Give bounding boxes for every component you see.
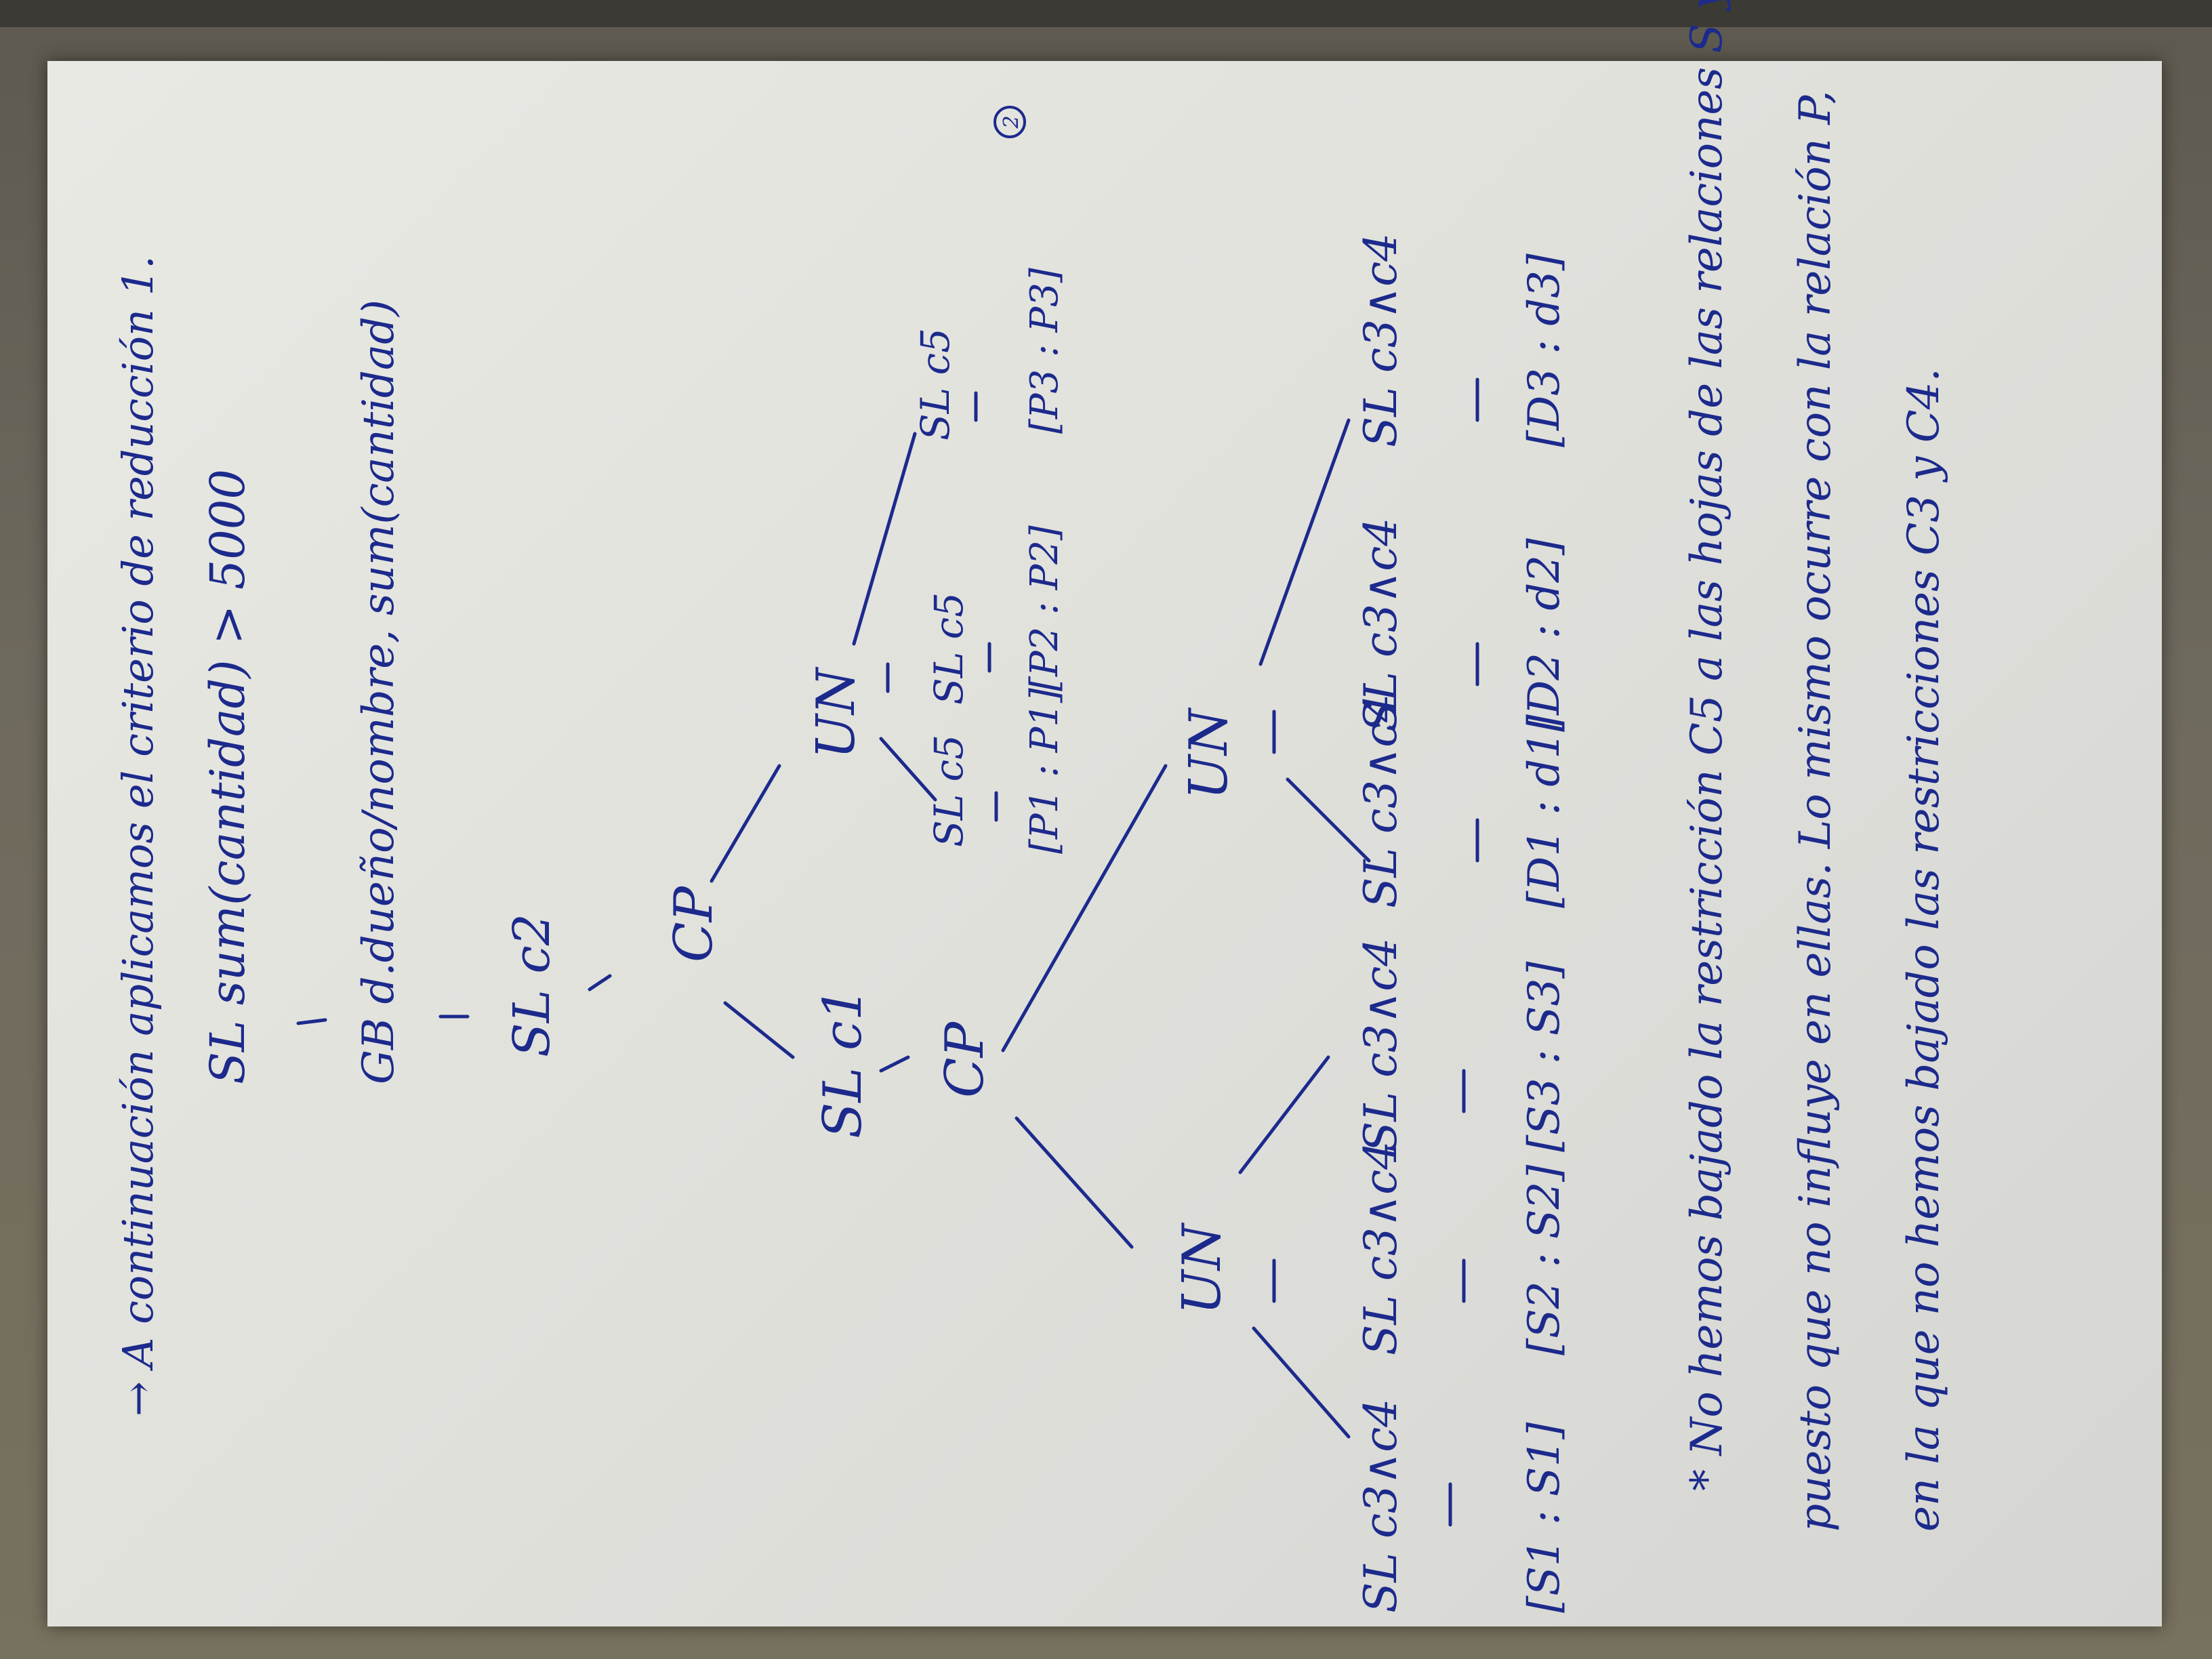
union-right-label: UN	[806, 666, 867, 759]
tree-edges	[296, 377, 1479, 1527]
left-leaf-3-fragment: [S3 : S3]	[1519, 961, 1570, 1152]
page-number: 2	[1000, 115, 1023, 129]
intro-line: → A continuación aplicamos el criterio d…	[113, 255, 163, 1416]
footnote-line-3: en la que no hemos bajado las restriccio…	[1899, 368, 1949, 1532]
edge-c1-cpl	[879, 1055, 910, 1073]
edge-ul-leaf1	[1252, 1326, 1351, 1439]
middle-leaf-1-select: SL c3∧c4	[1355, 694, 1407, 908]
left-leaf-1-fragment: [S1 : S1]	[1519, 1422, 1570, 1613]
right-leaf-2-select: SL c5	[926, 592, 972, 705]
page-number-mark: 2	[994, 106, 1026, 138]
middle-leaf-3-fragment: [D3 : d3]	[1519, 253, 1570, 447]
edge-ul-leaf3	[1238, 1055, 1330, 1174]
union-middle-label: UN	[1179, 707, 1240, 800]
group-by-label: GB d.dueño/nombre, sum(cantidad)	[354, 300, 404, 1084]
middle-leaf-2-fragment: [D2 : d2]	[1519, 537, 1570, 732]
union-left-label: UN	[1172, 1222, 1233, 1315]
edge-c2-cp	[588, 974, 612, 991]
top-edge-shadow	[0, 0, 2212, 27]
notebook-page	[47, 61, 2162, 1626]
edge-um-leaf3	[1258, 418, 1351, 666]
footnote-line-1: * No hemos bajado la restricción C5 a la…	[1682, 0, 1732, 1491]
edge-ur-leaf3	[852, 432, 917, 646]
right-leaf-3-select: SL c5	[912, 328, 958, 441]
footnote: * No hemos bajado la restricción C5 a la…	[1682, 0, 1949, 1532]
cp-upper-label: CP	[663, 885, 724, 962]
cp-lower-label: CP	[935, 1021, 996, 1098]
edge-cp-c1	[723, 1001, 795, 1059]
left-leaf-1-select: SL c3∧c4	[1355, 1399, 1407, 1613]
select-c1-label: SL c1	[813, 987, 874, 1139]
footnote-line-2: puesto que no influye en ellas. Lo mismo…	[1790, 90, 1841, 1532]
right-leaf-1-select: SL c5	[926, 735, 972, 847]
right-leaf-1-fragment: [P1 : P1]	[1023, 688, 1067, 854]
select-c2-label: SL c2	[503, 914, 561, 1057]
edge-cpl-union-left	[1015, 1116, 1134, 1249]
edge-cp-union-right	[710, 764, 781, 883]
top-select-label: SL sum(cantidad) > 5000	[200, 469, 255, 1084]
middle-leaf-3-select: SL c3∧c4	[1355, 233, 1407, 447]
edge-ur-leaf1	[879, 737, 937, 802]
edge-um-leaf1	[1286, 777, 1371, 863]
left-leaf-3-select: SL c3∧c4	[1355, 938, 1407, 1152]
left-leaf-2-select: SL c3∧c4	[1355, 1141, 1407, 1355]
left-leaf-2-fragment: [S2 : S2]	[1519, 1164, 1570, 1355]
query-tree: SL sum(cantidad) > 5000 GB d.dueño/nombr…	[200, 233, 1570, 1613]
right-leaf-2-fragment: [P2 : P2]	[1023, 525, 1067, 691]
right-leaf-3-fragment: [P3 : P3]	[1023, 268, 1067, 434]
edge-top-select-gb	[296, 1018, 327, 1025]
middle-leaf-1-fragment: [D1 : d1]	[1519, 714, 1570, 908]
middle-leaf-2-select: SL c3∧c4	[1355, 518, 1407, 732]
edge-cpl-union-middle	[1001, 764, 1168, 1052]
